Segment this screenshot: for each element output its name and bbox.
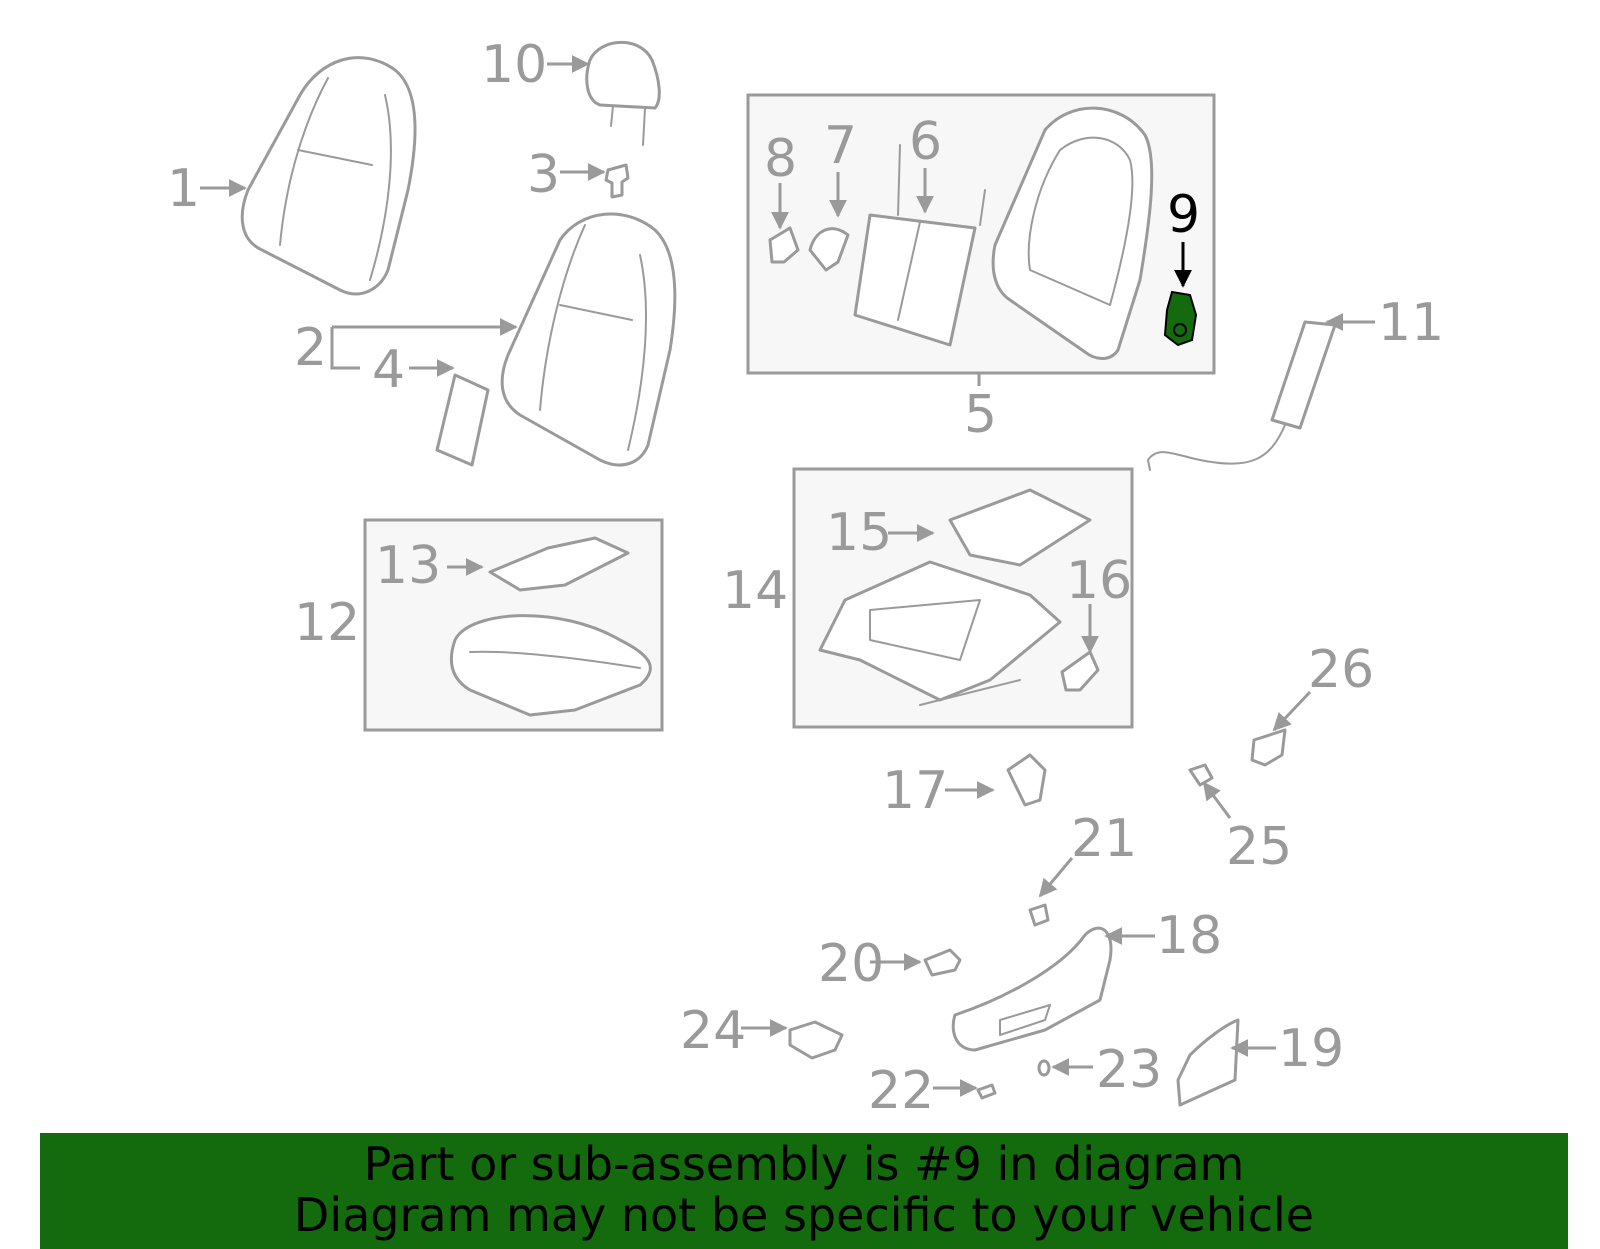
part-21-knob bbox=[1028, 903, 1050, 927]
callout-18: 18 bbox=[1156, 906, 1222, 966]
callout-20: 20 bbox=[818, 934, 884, 994]
callout-15: 15 bbox=[826, 503, 892, 563]
callout-13: 13 bbox=[375, 536, 441, 596]
callout-17: 17 bbox=[882, 761, 948, 821]
part-1-seatback-cover bbox=[240, 56, 417, 296]
part-7-bracket bbox=[808, 227, 850, 272]
banner-line-disclaimer: Diagram may not be specific to your vehi… bbox=[293, 1188, 1315, 1242]
callout-11: 11 bbox=[1378, 293, 1444, 353]
parts-diagram: 1 10 3 2 4 8 7 6 9 5 11 13 12 15 14 16 1… bbox=[167, 35, 1444, 1121]
callout-4: 4 bbox=[372, 340, 405, 400]
part-5-seatback-frame bbox=[991, 106, 1154, 360]
callout-10: 10 bbox=[481, 35, 547, 95]
callout-26: 26 bbox=[1308, 640, 1374, 700]
callout-2: 2 bbox=[294, 318, 327, 378]
part-13-heater-mat bbox=[488, 536, 630, 592]
callout-5: 5 bbox=[964, 385, 997, 445]
callout-3: 3 bbox=[527, 145, 560, 205]
callout-14: 14 bbox=[722, 561, 788, 621]
callout-23: 23 bbox=[1096, 1040, 1162, 1100]
callout-7: 7 bbox=[824, 116, 857, 176]
callout-8: 8 bbox=[764, 129, 797, 189]
part-9-highlighted bbox=[1163, 290, 1198, 347]
part-8-bracket bbox=[768, 226, 800, 264]
callout-12: 12 bbox=[294, 593, 360, 653]
part-25-clip bbox=[1188, 763, 1214, 787]
part-11-side-airbag bbox=[1147, 320, 1337, 471]
leader-lines bbox=[200, 55, 1375, 1097]
part-26-cover bbox=[1250, 728, 1287, 767]
part-15-suspension bbox=[948, 488, 1092, 567]
callout-1: 1 bbox=[167, 159, 200, 219]
part-12-cushion-cover bbox=[449, 614, 652, 717]
callout-19: 19 bbox=[1278, 1019, 1344, 1079]
part-17-switch bbox=[1006, 753, 1047, 807]
part-2-seatback-cover bbox=[500, 212, 677, 467]
part-16-motor bbox=[1060, 650, 1100, 692]
banner-line-part-number: Part or sub-assembly is #9 in diagram bbox=[363, 1137, 1245, 1191]
callout-25: 25 bbox=[1226, 817, 1292, 877]
callout-16: 16 bbox=[1066, 551, 1132, 611]
callout-22: 22 bbox=[868, 1061, 934, 1121]
part-10-headrest bbox=[585, 40, 661, 146]
callout-24: 24 bbox=[680, 1001, 746, 1061]
info-banner: Part or sub-assembly is #9 in diagram Di… bbox=[40, 1133, 1568, 1249]
part-20-switch bbox=[923, 948, 962, 977]
part-22-cap bbox=[976, 1083, 997, 1100]
part-4-panel bbox=[435, 373, 490, 467]
part-3-guide bbox=[604, 163, 630, 199]
part-14-cushion-frame bbox=[818, 560, 1062, 706]
part-24-module bbox=[788, 1020, 844, 1060]
part-6-lumbar-support bbox=[853, 144, 986, 347]
part-18-side-shield bbox=[951, 926, 1113, 1052]
part-23-grommet bbox=[1037, 1059, 1051, 1077]
callout-21: 21 bbox=[1071, 809, 1137, 869]
callout-6: 6 bbox=[909, 112, 942, 172]
part-19-cover bbox=[1176, 1018, 1240, 1107]
callout-9-highlighted: 9 bbox=[1167, 185, 1200, 245]
